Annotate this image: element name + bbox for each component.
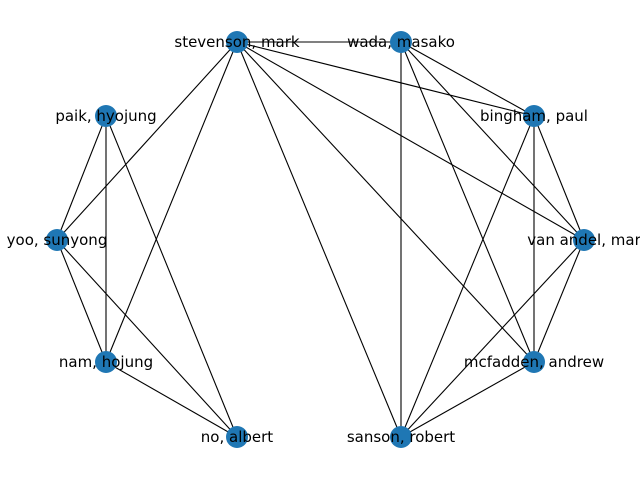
node-label-nam: nam, hojung (59, 353, 153, 371)
node-yoo (46, 229, 68, 251)
edge-paik-no (105, 115, 238, 438)
node-label-no: no, albert (201, 428, 273, 446)
edge-wada-vanandel (400, 41, 585, 241)
edge-mcfadden-sanson (400, 361, 535, 438)
node-nam (95, 351, 117, 373)
node-label-wada: wada, masako (347, 33, 455, 51)
edge-layer (56, 41, 585, 438)
edge-stevenson-mcfadden (236, 41, 535, 363)
node-paik (95, 105, 117, 127)
edge-paik-yoo (56, 115, 107, 241)
node-no (226, 426, 248, 448)
node-stevenson (226, 31, 248, 53)
node-wada (390, 31, 412, 53)
edge-stevenson-nam (105, 41, 238, 363)
edge-stevenson-sanson (236, 41, 402, 438)
label-layer: stevenson, mark wada, masako paik, hyojung… (7, 33, 640, 446)
node-label-bingham: bingham, paul (480, 107, 588, 125)
node-label-paik: paik, hyojung (55, 107, 156, 125)
node-bingham (523, 105, 545, 127)
edge-wada-bingham (400, 41, 535, 117)
edge-stevenson-yoo (56, 41, 238, 241)
edge-bingham-sanson (400, 115, 535, 438)
edge-stevenson-bingham (236, 41, 535, 117)
edge-stevenson-vanandel (236, 41, 585, 241)
node-label-vanandel: van andel, mar (527, 231, 640, 249)
edge-yoo-nam (56, 239, 107, 363)
edge-wada-mcfadden (400, 41, 535, 363)
node-label-mcfadden: mcfadden, andrew (464, 353, 604, 371)
edge-yoo-no (56, 239, 238, 438)
node-sanson (390, 426, 412, 448)
edge-vanandel-mcfadden (533, 239, 585, 363)
edge-bingham-vanandel (533, 115, 585, 241)
edge-vanandel-sanson (400, 239, 585, 438)
node-label-yoo: yoo, sunyong (7, 231, 108, 249)
node-layer (46, 31, 595, 448)
node-label-stevenson: stevenson, mark (174, 33, 300, 51)
node-label-sanson: sanson, robert (347, 428, 455, 446)
edge-nam-no (105, 361, 238, 438)
node-vanandel (573, 229, 595, 251)
node-mcfadden (523, 351, 545, 373)
